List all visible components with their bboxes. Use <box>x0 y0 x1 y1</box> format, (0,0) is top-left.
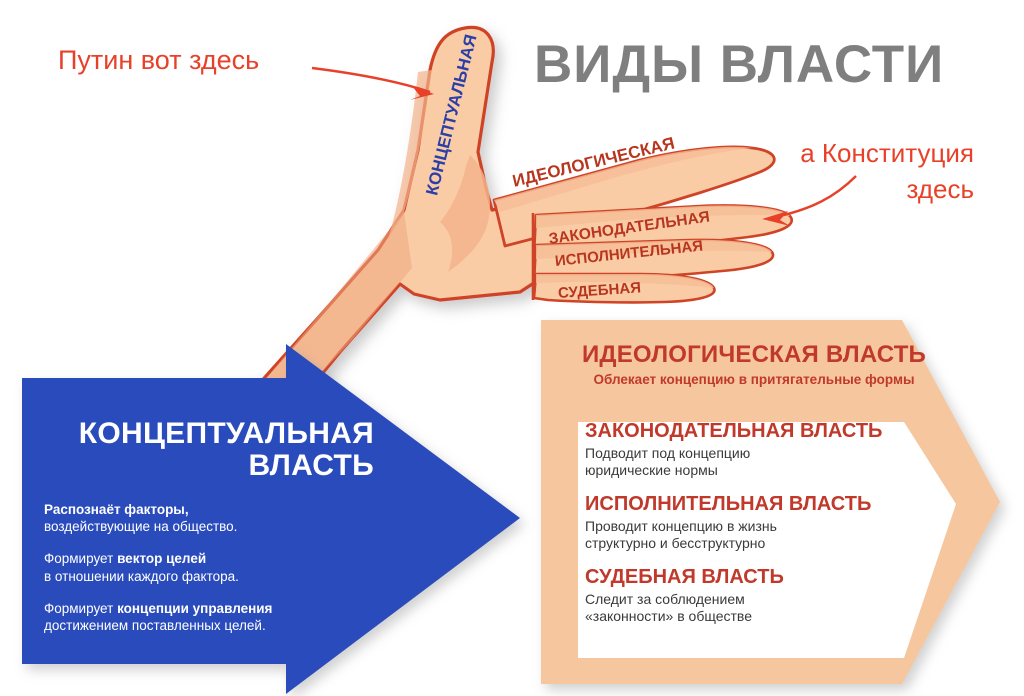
conceptual-point-3-lead: Формирует <box>44 600 118 616</box>
conceptual-point-1-lead: Распознаёт факторы, <box>44 501 189 517</box>
branch-legislative-body: Подводит под концепцию юридические нормы <box>585 445 915 479</box>
conceptual-point-2-rest: в отношении каждого фактора. <box>44 568 239 584</box>
page-title: ВИДЫ ВЛАСТИ <box>534 35 945 94</box>
ideological-power-block: ИДЕОЛОГИЧЕСКАЯ ВЛАСТЬ Облекает концепцию… <box>530 316 1024 690</box>
conceptual-point-2: Формирует вектор целей в отношении каждо… <box>44 550 374 585</box>
conceptual-point-3-bold: концепции управления <box>117 600 273 616</box>
conceptual-power-title-line2: ВЛАСТЬ <box>248 449 374 483</box>
annotation-constitution: а Конституция здесь <box>800 138 974 204</box>
branches-list: ЗАКОНОДАТЕЛЬНАЯ ВЛАСТЬ Подводит под конц… <box>585 420 915 639</box>
branch-judicial-line1: Следит за соблюдением <box>585 591 745 608</box>
branch-legislative: ЗАКОНОДАТЕЛЬНАЯ ВЛАСТЬ Подводит под конц… <box>585 420 915 479</box>
ideological-power-subtitle: Облекает концепцию в притягательные форм… <box>593 372 915 388</box>
branch-legislative-line1: Подводит под концепцию <box>585 445 751 461</box>
conceptual-point-2-bold: вектор целей <box>117 551 207 567</box>
arrow-to-thumb <box>311 66 434 100</box>
arrow-to-fingertips <box>762 175 857 226</box>
branch-judicial-line2: «законности» в обществе <box>585 608 752 625</box>
ideological-power-title: ИДЕОЛОГИЧЕСКАЯ ВЛАСТЬ <box>581 341 927 368</box>
conceptual-power-title-line1: КОНЦЕПТУАЛЬНАЯ <box>78 417 374 450</box>
branch-executive-line1: Проводит концепцию в жизнь <box>585 518 777 535</box>
conceptual-power-block: КОНЦЕПТУАЛЬНАЯ ВЛАСТЬ Распознаёт факторы… <box>0 360 540 690</box>
conceptual-power-title: КОНЦЕПТУАЛЬНАЯ ВЛАСТЬ <box>44 417 374 483</box>
branch-executive-line2: структурно и бесструктурно <box>585 535 766 552</box>
branch-judicial-heading: СУДЕБНАЯ ВЛАСТЬ <box>585 566 784 589</box>
branch-executive-heading: ИСПОЛНИТЕЛЬНАЯ ВЛАСТЬ <box>585 493 872 516</box>
inner-white-panel <box>578 422 956 658</box>
conceptual-point-2-lead: Формирует <box>44 551 118 567</box>
annotation-putin: Путин вот здесь <box>58 45 260 75</box>
branch-executive: ИСПОЛНИТЕЛЬНАЯ ВЛАСТЬ Проводит концепцию… <box>585 493 915 552</box>
finger-judicial <box>532 272 716 304</box>
branch-legislative-heading: ЗАКОНОДАТЕЛЬНАЯ ВЛАСТЬ <box>585 420 883 442</box>
ideological-power-header: ИДЕОЛОГИЧЕСКАЯ ВЛАСТЬ Облекает концепцию… <box>554 342 954 387</box>
conceptual-point-3-rest: достижением поставленных целей. <box>44 618 266 634</box>
branch-judicial: СУДЕБНАЯ ВЛАСТЬ Следит за соблюдением «з… <box>585 566 915 625</box>
conceptual-point-1-rest: воздействующие на общество. <box>44 519 238 535</box>
conceptual-point-1: Распознаёт факторы, воздействующие на об… <box>44 501 374 536</box>
conceptual-point-3: Формирует концепции управления достижени… <box>44 600 374 635</box>
branch-executive-body: Проводит концепцию в жизнь структурно и … <box>585 518 915 552</box>
branch-legislative-line2: юридические нормы <box>585 462 718 479</box>
branch-judicial-body: Следит за соблюдением «законности» в общ… <box>585 591 915 625</box>
